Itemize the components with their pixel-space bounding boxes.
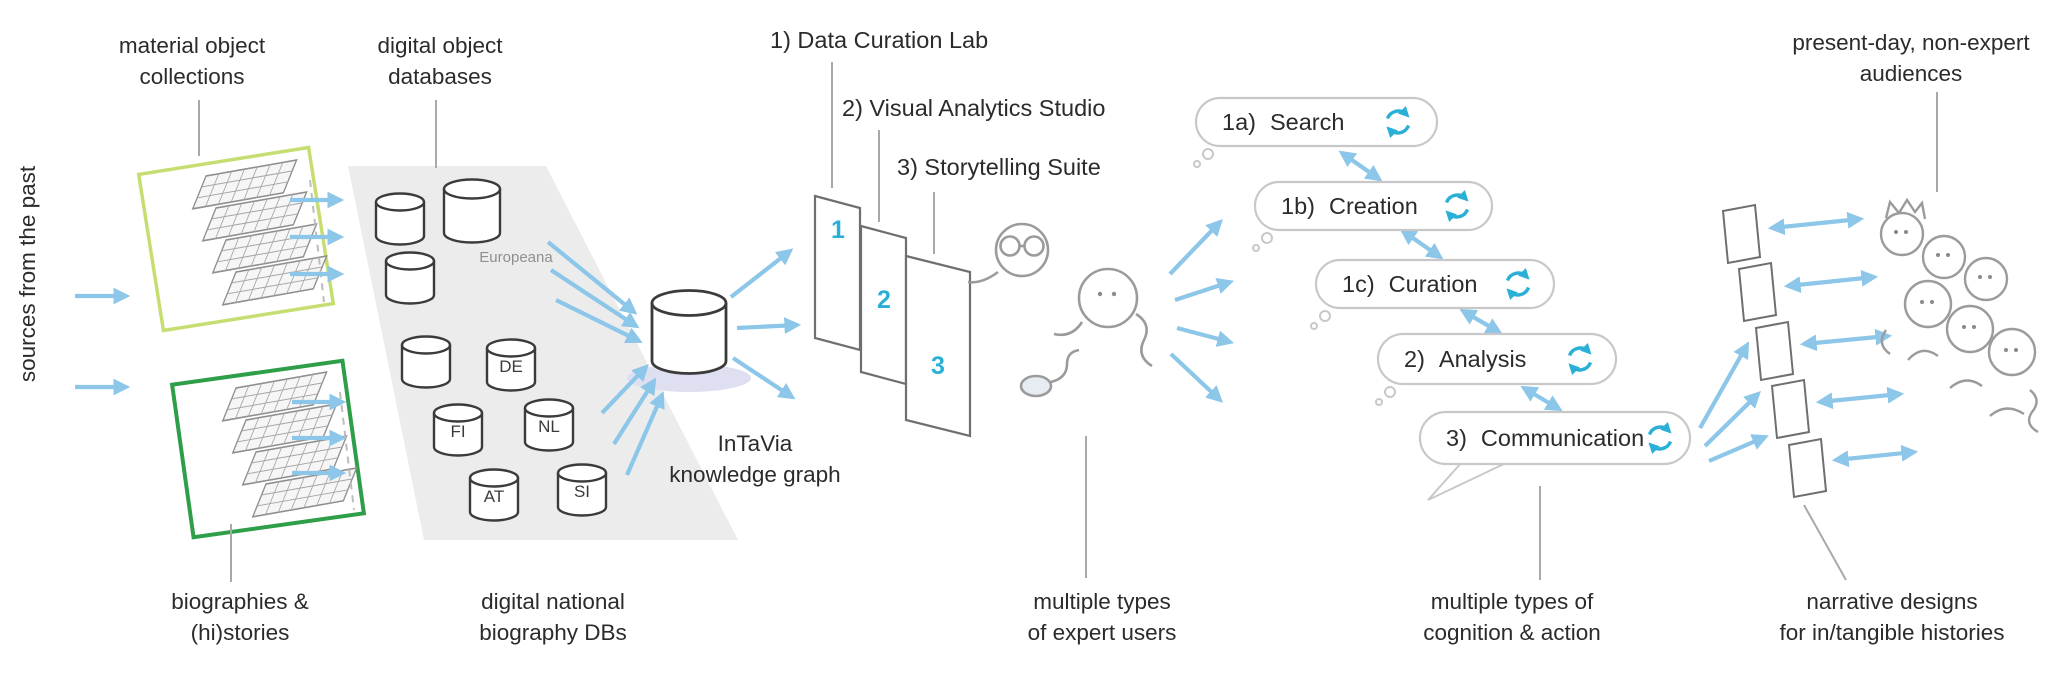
bubble-text: Search [1269, 108, 1345, 135]
side-label-sources: sources from the past [15, 165, 40, 383]
biographies-label: biographies & (hi)stories [110, 586, 370, 648]
cognition-label: multiple types of cognition & action [1382, 586, 1642, 648]
label-line: multiple types of [1430, 589, 1594, 614]
bubble-label-analysis: 2) Analysis [1378, 334, 1616, 384]
bubble-label-search: 1a) Search [1196, 98, 1437, 146]
bubble-prefix: 3) [1446, 424, 1467, 451]
bubble-prefix: 1c) [1342, 270, 1375, 297]
bubble-analysis [1376, 332, 1618, 386]
knowledge-graph-label: InTaVia knowledge graph [625, 428, 885, 490]
bubble-creation [1253, 180, 1494, 232]
label-line: audiences [1859, 61, 1963, 86]
tool-frames [813, 194, 972, 438]
tool-label-storytelling-suite: 3) Storytelling Suite [897, 154, 1101, 180]
bubble-text: Creation [1328, 192, 1418, 219]
database-cylinder [374, 192, 426, 246]
tool-label-visual-analytics-studio: 2) Visual Analytics Studio [842, 95, 1106, 121]
europeana-label: Europeana [479, 249, 553, 266]
label-line: InTaVia [717, 431, 793, 456]
national-database-cylinders: DE FI NL AT SI [400, 335, 608, 522]
biographies-stack [169, 358, 367, 540]
frame-number-3: 3 [931, 352, 945, 380]
bubble-text: Analysis [1438, 345, 1527, 372]
label-line: databases [388, 64, 492, 89]
bubble-label-curation: 1c) Curation [1316, 260, 1554, 308]
label-line: biographies & [171, 589, 309, 614]
tool-label-data-curation-lab: 1) Data Curation Lab [770, 27, 989, 53]
label-line: narrative designs [1806, 589, 1978, 614]
label-line: collections [139, 64, 245, 89]
label-line: present-day, non-expert [1792, 30, 2030, 55]
bubble-communication [1418, 410, 1692, 466]
cylinder-label-si: SI [574, 482, 590, 501]
label-line: cognition & action [1423, 620, 1601, 645]
action-bubbles [1193, 96, 1692, 501]
bubble-prefix: 1b) [1281, 192, 1315, 219]
label-line: (hi)stories [190, 620, 290, 645]
label-line: material object [118, 33, 266, 58]
object-databases-label: digital object databases [310, 30, 570, 92]
narrative-frames [1721, 203, 1828, 499]
bubble-text: Curation [1388, 270, 1478, 297]
expert-users-label: multiple types of expert users [972, 586, 1232, 648]
label-line: biography DBs [479, 620, 627, 645]
bubble-prefix: 2) [1404, 345, 1425, 372]
database-cylinder [400, 335, 452, 389]
bubble-search [1194, 96, 1439, 148]
label-line: knowledge graph [669, 462, 841, 487]
bubble-text: Communication [1480, 424, 1645, 451]
frame-number-1: 1 [831, 216, 845, 244]
label-line: of expert users [1027, 620, 1177, 645]
bubble-label-creation: 1b) Creation [1255, 182, 1492, 230]
leader-lines [198, 62, 1938, 582]
label-line: digital national [481, 589, 625, 614]
knowledge-graph-cylinder [627, 289, 751, 392]
label-line: multiple types [1033, 589, 1171, 614]
national-dbs-label: digital national biography DBs [423, 586, 683, 648]
cylinder-label-nl: NL [538, 417, 560, 436]
double-arrows [1338, 150, 1919, 468]
database-cylinder [384, 251, 436, 305]
bubble-tail-communication [1427, 460, 1507, 501]
cylinder-label-at: AT [484, 487, 504, 506]
label-line: digital object [377, 33, 503, 58]
bubble-prefix: 1a) [1222, 108, 1256, 135]
audience-sketch [1879, 197, 2039, 434]
bubble-curation [1314, 258, 1556, 310]
label-line: for in/tangible histories [1779, 620, 2005, 645]
material-collections-stack [136, 145, 336, 333]
cylinder-label-fi: FI [450, 422, 465, 441]
bubble-label-communication: 3) Communication [1420, 412, 1690, 464]
flow-arrows [75, 191, 1769, 482]
expert-users-sketch [967, 222, 1153, 398]
cylinder-label-de: DE [499, 357, 523, 376]
frame-number-2: 2 [877, 286, 891, 314]
frame-storytelling-suite [904, 254, 972, 438]
database-cylinder-europeana [442, 178, 502, 244]
narrative-label: narrative designs for in/tangible histor… [1742, 586, 2042, 648]
material-collections-label: material object collections [62, 30, 322, 92]
audiences-label: present-day, non-expert audiences [1771, 27, 2048, 89]
